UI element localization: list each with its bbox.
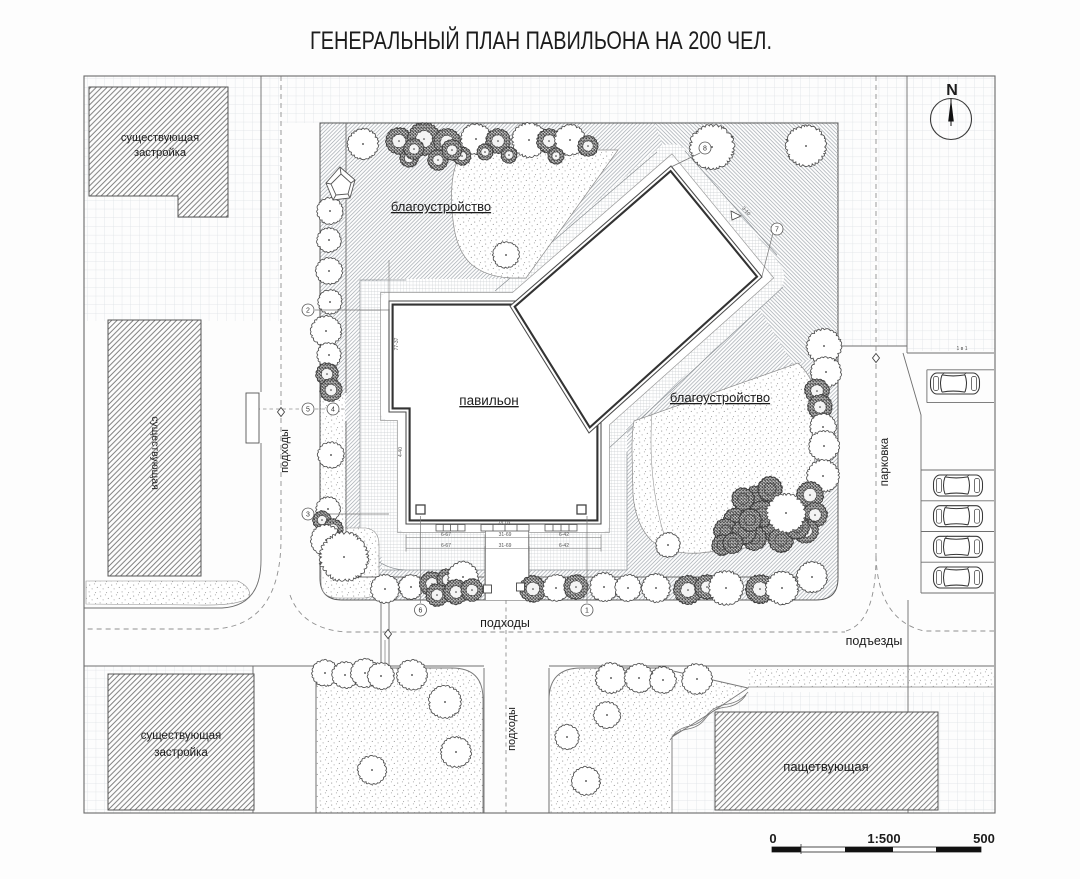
svg-text:подъезды: подъезды [846, 634, 903, 648]
svg-text:77-37: 77-37 [394, 337, 400, 350]
svg-text:3-10: 3-10 [740, 206, 751, 218]
svg-text:N: N [946, 82, 958, 99]
svg-text:31-69: 31-69 [499, 532, 512, 538]
svg-text:пащетвующая: пащетвующая [783, 759, 868, 774]
svg-text:парковка: парковка [879, 437, 891, 486]
svg-text:6-67: 6-67 [441, 532, 451, 538]
svg-text:подходы: подходы [506, 707, 518, 751]
svg-text:1: 1 [585, 608, 589, 615]
svg-text:застройка: застройка [154, 747, 208, 759]
svg-text:1:500: 1:500 [867, 831, 900, 846]
svg-text:существующая: существующая [141, 730, 222, 742]
svg-text:подходы: подходы [480, 616, 530, 630]
svg-text:74-03: 74-03 [498, 521, 511, 527]
svg-text:6-42: 6-42 [559, 543, 569, 549]
svg-text:0: 0 [769, 831, 776, 846]
svg-text:подходы: подходы [279, 429, 291, 473]
svg-text:застройка: застройка [134, 147, 187, 159]
svg-text:благоустройство: благоустройство [670, 390, 770, 405]
svg-text:существующая: существующая [149, 416, 161, 490]
svg-text:8: 8 [703, 146, 707, 153]
svg-text:2: 2 [306, 308, 310, 315]
svg-text:4-40: 4-40 [398, 447, 404, 457]
svg-text:ГЕНЕРАЛЬНЫЙ ПЛАН ПАВИЛЬОНА НА: ГЕНЕРАЛЬНЫЙ ПЛАН ПАВИЛЬОНА НА 200 ЧЕЛ. [310, 25, 772, 55]
svg-text:благоустройство: благоустройство [391, 199, 491, 214]
svg-text:существующая: существующая [121, 132, 199, 144]
svg-text:31-69: 31-69 [499, 543, 512, 549]
svg-text:5: 5 [306, 407, 310, 414]
svg-text:4: 4 [331, 407, 335, 414]
svg-text:3: 3 [306, 512, 310, 519]
svg-text:6-67: 6-67 [441, 543, 451, 549]
svg-text:7: 7 [775, 227, 779, 234]
svg-text:павильон: павильон [459, 393, 518, 408]
svg-text:6-42: 6-42 [559, 532, 569, 538]
svg-text:1 в 1: 1 в 1 [957, 346, 968, 352]
svg-text:6: 6 [419, 608, 423, 615]
svg-text:500: 500 [973, 831, 995, 846]
